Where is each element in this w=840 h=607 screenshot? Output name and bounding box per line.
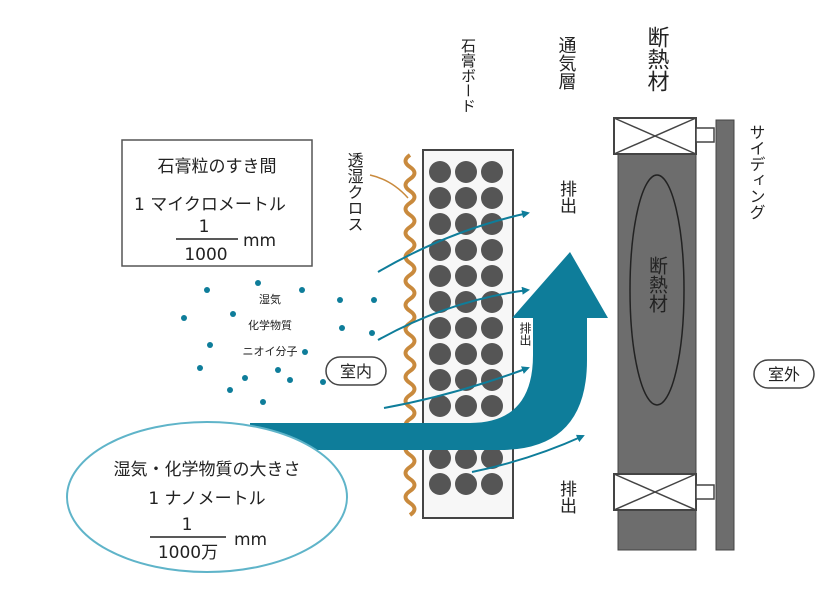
breathable-cloth-pointer — [369, 174, 409, 199]
gypsum-particle — [481, 187, 503, 209]
moisture-particle — [275, 367, 281, 373]
moisture-flow-arrows — [377, 210, 585, 473]
ellipse-size: 1 ナノメートル — [148, 489, 265, 509]
gypsum-board — [422, 149, 514, 519]
gap-box-denominator: 1000 — [184, 245, 227, 265]
breathable-cloth-label: 透湿クロス — [345, 152, 364, 232]
gypsum-particle — [455, 343, 477, 365]
indoor-badge — [325, 356, 387, 386]
insulation-center-label: 断熱材 — [646, 256, 668, 313]
moisture-particle — [260, 399, 266, 405]
ellipse-title: 湿気・化学物質の大きさ — [114, 460, 301, 480]
gypsum-gap-box: 石膏粒のすき間 1 マイクロメートル 1 1000 mm — [121, 139, 313, 267]
moisture-particle — [207, 342, 213, 348]
gypsum-particle — [455, 369, 477, 391]
gypsum-particle — [481, 447, 503, 469]
siding-panel — [715, 119, 735, 551]
gypsum-particle — [481, 473, 503, 495]
gypsum-particle — [455, 317, 477, 339]
moisture-particles — [181, 280, 377, 405]
ventilation-layer-label: 通気層 — [556, 36, 577, 90]
ellipse-numerator: 1 — [182, 515, 193, 535]
insulation-block — [613, 117, 715, 551]
gap-box-unit: mm — [243, 231, 276, 251]
siding-label: サイディング — [747, 124, 766, 220]
moisture-particle — [287, 377, 293, 383]
gypsum-particle — [429, 369, 451, 391]
gypsum-particle — [455, 239, 477, 261]
moisture-particle — [339, 325, 345, 331]
gypsum-particle — [481, 291, 503, 313]
insulation-title-label: 断熱材 — [644, 26, 670, 92]
gypsum-particle — [429, 213, 451, 235]
moisture-particle — [227, 387, 233, 393]
moisture-particle — [197, 365, 203, 371]
gypsum-particle — [481, 161, 503, 183]
ellipse-unit: mm — [234, 530, 267, 550]
gypsum-particle — [455, 265, 477, 287]
moisture-particle — [371, 297, 377, 303]
gypsum-particle — [481, 239, 503, 261]
gypsum-particle — [429, 265, 451, 287]
main-flow-arrow — [250, 252, 608, 450]
gypsum-particle — [429, 395, 451, 417]
moisture-particle — [299, 287, 305, 293]
moisture-particle — [204, 287, 210, 293]
gypsum-particle — [429, 343, 451, 365]
gypsum-particle — [429, 239, 451, 261]
insulation-center-ellipse — [629, 174, 685, 406]
gap-box-size: 1 マイクロメートル — [134, 195, 286, 215]
exhaust-middle-label: 排出 — [518, 322, 532, 346]
gypsum-particle — [429, 473, 451, 495]
particle-label-chemicals: 化学物質 — [248, 318, 292, 332]
moisture-particle — [302, 349, 308, 355]
moisture-particle — [230, 311, 236, 317]
gypsum-particle — [429, 161, 451, 183]
exhaust-bottom-label: 排出 — [556, 480, 577, 514]
gypsum-particle — [429, 291, 451, 313]
gypsum-particle — [455, 161, 477, 183]
gypsum-particle — [455, 187, 477, 209]
particle-label-moisture: 湿気 — [259, 292, 281, 306]
moisture-particle — [320, 379, 326, 385]
outdoor-badge — [753, 359, 815, 389]
moisture-particle — [337, 297, 343, 303]
gypsum-particle — [481, 343, 503, 365]
outdoor-label: 室外 — [768, 365, 800, 384]
gypsum-particle — [481, 317, 503, 339]
moisture-particle — [369, 330, 375, 336]
gap-box-numerator: 1 — [199, 217, 210, 237]
gypsum-particle — [429, 447, 451, 469]
molecule-size-ellipse: 湿気・化学物質の大きさ 1 ナノメートル 1 1000万 mm — [66, 421, 348, 573]
fastener-top — [695, 127, 715, 143]
gypsum-particle — [429, 317, 451, 339]
gypsum-particle — [481, 395, 503, 417]
gap-box-title: 石膏粒のすき間 — [158, 156, 277, 177]
gypsum-particle — [481, 213, 503, 235]
gypsum-particle — [455, 473, 477, 495]
moisture-particle — [242, 375, 248, 381]
gypsum-particle — [455, 447, 477, 469]
ellipse-denominator: 1000万 — [158, 543, 218, 563]
indoor-label: 室内 — [340, 362, 372, 381]
gypsum-particle — [481, 265, 503, 287]
gypsum-board-label: 石膏ボード — [459, 38, 477, 113]
gypsum-particle — [429, 187, 451, 209]
moisture-particle — [255, 280, 261, 286]
exhaust-top-label: 排出 — [556, 180, 577, 214]
gypsum-particles — [429, 161, 503, 495]
particle-label-odor: ニオイ分子 — [243, 345, 298, 358]
fastener-bottom — [695, 484, 715, 500]
moisture-particle — [181, 315, 187, 321]
breathable-cloth-line — [403, 153, 417, 517]
gypsum-particle — [455, 395, 477, 417]
